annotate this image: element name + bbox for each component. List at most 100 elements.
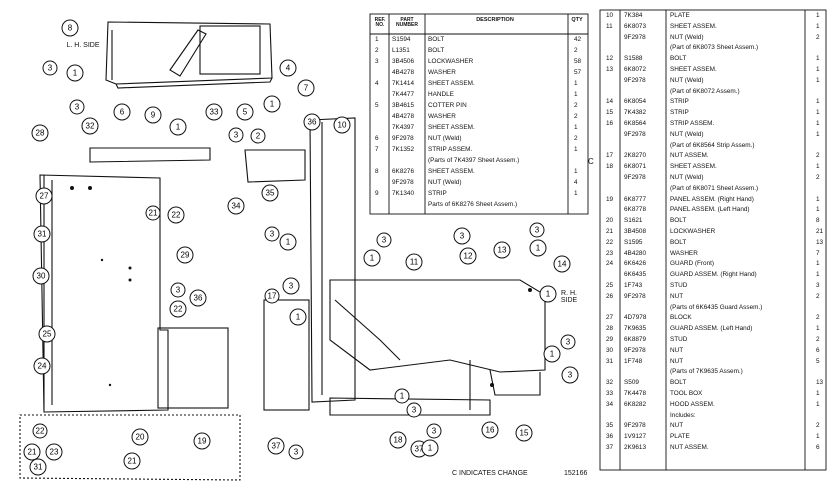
part-number: 2K9613 <box>624 444 647 451</box>
quantity: 2 <box>574 47 578 54</box>
part-number: 9F2978 <box>624 422 646 430</box>
callout-circle <box>529 222 545 238</box>
part-number: 7K1414 <box>392 80 415 87</box>
callout-circle <box>170 282 186 298</box>
part-number: 6K8282 <box>624 400 647 408</box>
description: STRIP <box>670 98 689 106</box>
callout-number: 3 <box>48 64 53 73</box>
quantity: 1 <box>816 130 820 138</box>
callout-3: 3 <box>560 334 576 350</box>
callout-circle <box>169 300 187 318</box>
quantity: 1 <box>574 168 578 175</box>
description: SHEET ASSEM. <box>428 124 475 131</box>
callout-number: 1 <box>428 444 433 453</box>
callout-number: 22 <box>174 305 183 314</box>
quantity: 1 <box>816 22 820 30</box>
description: GUARD ASSEM. (Left Hand) <box>670 325 753 333</box>
callout-number: 16 <box>486 426 495 435</box>
quantity: 1 <box>816 12 820 19</box>
callout-number: 2 <box>256 132 261 141</box>
part-number: 9F2978 <box>624 33 646 41</box>
callout-number: 1 <box>270 100 275 109</box>
callout-number: 11 <box>410 258 419 267</box>
reference-code: 152166 <box>564 470 588 477</box>
quantity: 1 <box>574 91 578 98</box>
callout-16: 16 <box>481 421 499 439</box>
callout-1: 1 <box>539 285 557 303</box>
callout-3: 3 <box>170 282 186 298</box>
callout-4: 4 <box>279 59 297 77</box>
callout-circle <box>169 118 187 136</box>
callout-number: 24 <box>38 362 47 371</box>
callout-number: 21 <box>128 457 137 466</box>
callout-18: 18 <box>389 431 407 449</box>
quantity: 2 <box>574 135 578 142</box>
callout-number: 3 <box>234 131 239 140</box>
quantity: 8 <box>816 217 820 225</box>
callout-11: 11 <box>405 253 423 271</box>
callout-circle <box>167 206 185 224</box>
header-ref: REF. NO. <box>374 17 386 28</box>
ref-no: 31 <box>606 357 614 365</box>
callout-circle <box>123 452 141 470</box>
description: PANEL ASSEM. (Left Hand) <box>670 206 750 214</box>
ref-no: 36 <box>606 433 614 441</box>
callout-number: 3 <box>412 406 417 415</box>
quantity: 6 <box>816 444 820 451</box>
quantity: 2 <box>816 292 820 300</box>
callout-circle <box>144 106 162 124</box>
callout-31: 31 <box>29 458 47 476</box>
callout-8: 8 <box>61 19 79 37</box>
callout-1: 1 <box>279 233 297 251</box>
description: GUARD ASSEM. (Right Hand) <box>670 271 757 279</box>
description: (Parts of 7K9635 Assem.) <box>670 368 743 376</box>
quantity: 2 <box>816 336 820 343</box>
callout-circle <box>561 366 579 384</box>
callout-circle <box>333 116 351 134</box>
callout-number: 1 <box>286 238 291 247</box>
quantity: 7 <box>816 249 820 257</box>
callout-circle <box>131 428 149 446</box>
part-number: S1621 <box>624 217 643 225</box>
description: PLATE <box>670 12 690 19</box>
description: SHEET ASSEM. <box>670 22 717 30</box>
callout-number: 5 <box>243 108 248 117</box>
quantity: 1 <box>816 109 820 117</box>
part-number: 4D7978 <box>624 314 647 322</box>
ref-no: 18 <box>606 163 614 171</box>
part-number: 6K6426 <box>624 260 647 268</box>
ref-no: 4 <box>375 80 379 87</box>
callout-3: 3 <box>228 127 244 143</box>
callout-circle <box>32 423 48 439</box>
description: PLATE <box>670 433 690 441</box>
callout-circle <box>264 226 280 242</box>
callout-circle <box>426 423 442 439</box>
callout-number: 18 <box>394 436 403 445</box>
parts-table-left-frame <box>369 13 589 215</box>
rh-side-label: R. H. SIDE <box>560 290 578 304</box>
callout-number: 14 <box>558 260 567 269</box>
part-number: 6K8072 <box>624 66 647 73</box>
callout-number: 7 <box>304 84 309 93</box>
header-part: PART NUMBER <box>396 17 418 28</box>
callout-circle <box>66 64 84 82</box>
ref-no: 14 <box>606 98 614 106</box>
part-number: 9F2978 <box>392 179 414 186</box>
quantity: 1 <box>816 433 820 441</box>
quantity: 2 <box>574 102 578 109</box>
part-number: 7K4478 <box>624 390 647 397</box>
callout-number: 1 <box>73 69 78 78</box>
callout-27: 27 <box>35 187 53 205</box>
description: STRIP <box>428 190 447 197</box>
center-pillar <box>309 117 356 403</box>
description: NUT <box>670 422 684 430</box>
callout-number: 31 <box>34 463 43 472</box>
description: SHEET ASSEM. <box>428 168 475 175</box>
ref-no: 30 <box>606 346 614 354</box>
callout-9: 9 <box>144 106 162 124</box>
callout-circle <box>421 439 439 457</box>
callout-3: 3 <box>529 222 545 238</box>
callout-circle <box>289 308 307 326</box>
description: (Part of 6K8564 Strip Assem.) <box>670 141 755 149</box>
